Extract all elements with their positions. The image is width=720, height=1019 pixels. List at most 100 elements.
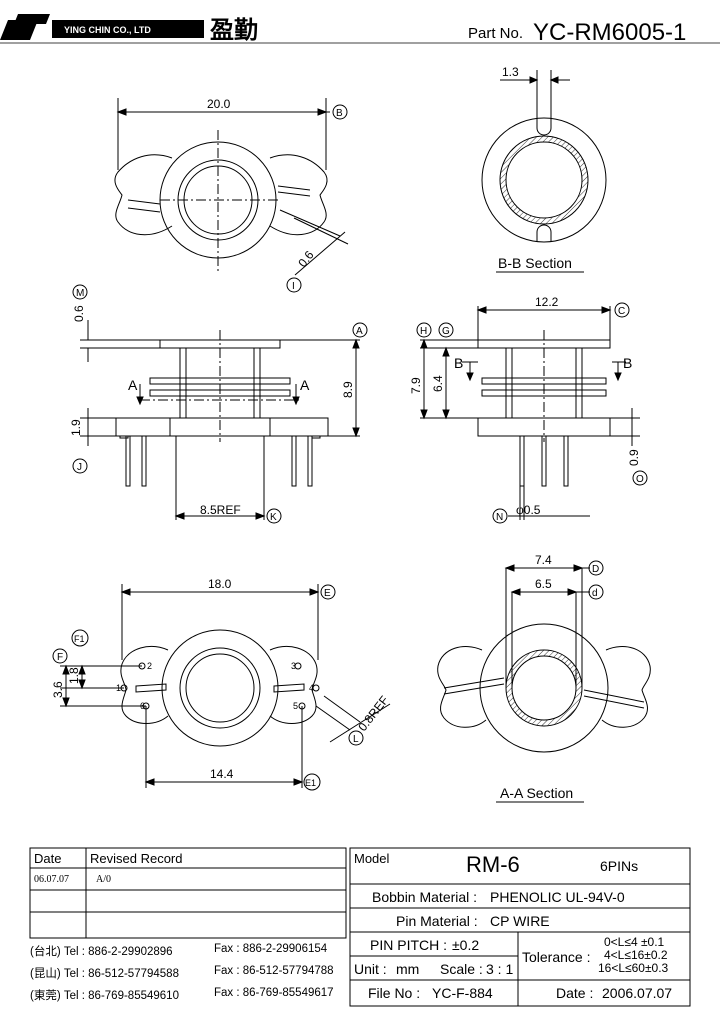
contact-city: (台北): [30, 946, 61, 958]
callout-f: F: [52, 648, 68, 664]
svg-text:3: 3: [291, 661, 296, 671]
contact-city: (昆山): [30, 968, 61, 980]
callout-j: J: [72, 458, 88, 474]
svg-text:E: E: [324, 588, 331, 599]
callout-k: K: [266, 508, 282, 524]
svg-text:1: 1: [116, 683, 121, 693]
bottom-pins: [120, 662, 320, 710]
bottom-dim-14-4: 14.4: [210, 767, 234, 781]
callout-c: C: [614, 302, 630, 318]
top-dim-width: 20.0: [207, 97, 231, 111]
company-logo: YING CHIN CO., LTD: [0, 14, 204, 40]
callout-d-upper: D: [588, 560, 604, 576]
rev-head-date: Date: [34, 851, 62, 866]
svg-text:A: A: [356, 326, 363, 337]
rev-head-record: Revised Record: [90, 851, 183, 866]
callout-d-lower: d: [588, 584, 604, 600]
bottom-pin-labels: 1 2 3 4 5 6: [116, 661, 314, 711]
svg-text:M: M: [76, 288, 84, 299]
svg-text:K: K: [270, 512, 277, 523]
tolerance-row: 4<L≤16±0.2: [604, 948, 668, 962]
rev-row-date: 06.07.07: [34, 874, 69, 885]
bottom-view: [60, 584, 391, 788]
side-view: [420, 306, 640, 520]
section-bb-hatch: [500, 136, 588, 224]
svg-text:G: G: [442, 326, 450, 337]
front-view: [80, 320, 360, 520]
section-b-right: B: [623, 355, 632, 371]
svg-text:6: 6: [140, 701, 145, 711]
contact-city: (東莞): [30, 990, 61, 1002]
date-label: Date :: [556, 985, 594, 1001]
file-no-label: File No :: [368, 985, 421, 1001]
pin-count: 6PINs: [600, 858, 639, 874]
scale-value: 3 : 1: [486, 961, 514, 977]
svg-text:d: d: [592, 588, 598, 599]
svg-text:F: F: [57, 652, 63, 663]
bobbin-material: PHENOLIC UL-94V-0: [490, 889, 625, 905]
side-dim-0-9: 0.9: [627, 449, 641, 466]
svg-text:O: O: [636, 474, 644, 485]
callout-e: E: [320, 584, 336, 600]
callout-i: I: [286, 277, 302, 293]
pin-material: CP WIRE: [490, 913, 550, 929]
company-name-cn: 盈勤: [209, 16, 258, 44]
contact-tel: Tel : 86-769-85549610: [63, 990, 179, 1002]
pin-pitch: ±0.2: [452, 937, 480, 953]
bobbin-material-label: Bobbin Material :: [372, 889, 478, 905]
section-aa-hatch: [506, 650, 582, 726]
svg-text:D: D: [592, 564, 599, 575]
svg-text:4: 4: [309, 683, 314, 693]
file-no: YC-F-884: [432, 985, 493, 1001]
bottom-dim-1-8: 1.8: [67, 667, 81, 684]
callout-e1: E1: [303, 773, 321, 791]
svg-text:E1: E1: [305, 778, 316, 788]
section-aa-caption: A-A Section: [500, 785, 573, 801]
contact-fax: Fax : 886-2-29906154: [214, 943, 328, 955]
contact-tel: Tel : 86-512-57794588: [63, 968, 179, 980]
scale-label: Scale :: [440, 961, 483, 977]
contact-tel: Tel : 886-2-29902896: [63, 946, 173, 958]
side-dim-6-4: 6.4: [431, 375, 445, 392]
callout-a-right: A: [352, 322, 368, 338]
callout-f1: F1: [71, 629, 89, 647]
contact-fax: Fax : 86-769-85549617: [214, 987, 334, 999]
section-bb-view: [481, 70, 607, 243]
svg-text:H: H: [420, 326, 427, 337]
title-block-grid: [29, 847, 691, 1007]
front-dim-pin-ref: 8.5REF: [200, 503, 241, 517]
bottom-dim-width: 18.0: [208, 577, 232, 591]
date-value: 2006.07.07: [602, 985, 673, 1001]
svg-text:B: B: [336, 108, 343, 119]
callout-g: G: [438, 322, 454, 338]
svg-text:L: L: [353, 734, 359, 745]
top-view: [114, 98, 349, 276]
unit-value: mm: [396, 961, 420, 977]
svg-text:F1: F1: [74, 634, 85, 644]
svg-text:2: 2: [147, 661, 152, 671]
section-b-left: B: [454, 355, 463, 371]
svg-text:5: 5: [293, 701, 298, 711]
tolerance-row: 16<L≤60±0.3: [598, 961, 669, 975]
tolerance-label: Tolerance :: [522, 949, 591, 965]
callout-b-top: B: [332, 104, 348, 120]
section-bb-caption: B-B Section: [498, 255, 572, 271]
part-no: YC-RM6005-1: [533, 19, 686, 46]
callout-o: O: [632, 470, 648, 486]
model-label: Model: [354, 851, 390, 866]
callout-h: H: [416, 322, 432, 338]
callout-l: L: [348, 730, 364, 746]
bottom-dim-0-8ref: 0.8REF: [355, 693, 391, 734]
unit-label: Unit :: [354, 961, 387, 977]
pin-material-label: Pin Material :: [396, 913, 478, 929]
callout-m: M: [72, 284, 88, 300]
company-name: YING CHIN CO., LTD: [64, 25, 151, 35]
side-dim-pin-dia: φ0.5: [516, 503, 541, 517]
svg-text:I: I: [292, 281, 295, 292]
svg-text:C: C: [618, 306, 625, 317]
contact-row: (東莞) Tel : 86-769-85549610: [30, 987, 179, 1003]
rev-row-record: A/0: [96, 874, 111, 885]
svg-text:J: J: [77, 462, 82, 473]
side-dim-width: 12.2: [535, 295, 559, 309]
